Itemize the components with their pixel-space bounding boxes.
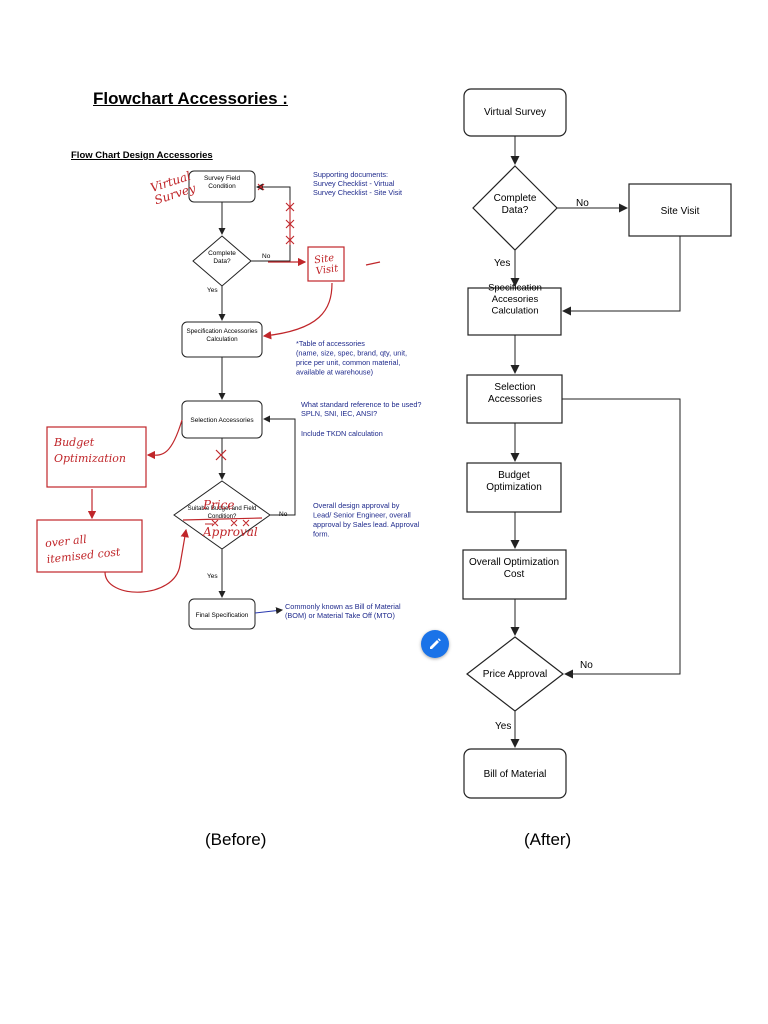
handwritten-site-visit: SiteVisit [314, 252, 340, 277]
after-label-yes-2: Yes [495, 721, 511, 732]
handwritten-mark [205, 519, 250, 527]
after-label-yes-1: Yes [494, 258, 510, 269]
after-node-bom-label: Bill of Material [484, 769, 547, 780]
before-node-final [188, 598, 256, 630]
handwritten-strike [182, 517, 263, 521]
handwritten-mark [257, 183, 295, 245]
before-note-standard: What standard reference to be used?SPLN,… [301, 400, 421, 418]
handwritten-mark [215, 449, 227, 461]
before-note-table: *Table of accessories(name, size, spec, … [296, 339, 407, 377]
after-node-selection [466, 374, 563, 424]
page-title: Flowchart Accessories : [93, 89, 288, 108]
before-node-final-label: Final Specification [196, 612, 249, 619]
before-note-tkdn: Include TKDN calculation [301, 429, 383, 438]
handwritten-site-visit-box [307, 246, 345, 282]
after-edge-no-loop [562, 398, 681, 679]
caption-before: (Before) [205, 830, 267, 849]
before-flowchart-heading: Flow Chart Design Accessories [71, 150, 213, 161]
after-node-overall [462, 549, 567, 600]
before-label-no-1: No [262, 253, 271, 260]
before-node-selection-label: Selection Accessories [190, 417, 254, 424]
after-node-virtual-survey-label: Virtual Survey [484, 107, 546, 118]
edit-button[interactable] [421, 630, 449, 658]
before-label-yes-1: Yes [207, 287, 218, 294]
before-label-no-2: No [279, 511, 288, 518]
after-node-bom [463, 748, 567, 799]
before-note-supporting: Supporting documents:Survey Checklist - … [313, 170, 402, 197]
before-note-bom: Commonly known as Bill of Material(BOM) … [285, 602, 401, 620]
caption-after: (After) [524, 830, 572, 849]
handwritten-budget-box [46, 426, 147, 488]
after-label-no-2: No [580, 660, 593, 671]
before-edge-no-site [251, 183, 291, 262]
before-edge-bom [254, 607, 283, 615]
handwritten-overall-box [36, 519, 143, 573]
handwritten-arrow [146, 419, 183, 460]
handwritten-overall-cost: over allitemised cost [44, 529, 121, 566]
handwritten-arrow [104, 528, 189, 593]
handwritten-arrow [262, 282, 333, 340]
pencil-icon [430, 638, 441, 649]
after-node-budget [466, 462, 562, 513]
before-label-yes-2: Yes [207, 573, 218, 580]
after-edge [562, 236, 681, 316]
before-edge-no-loop [263, 415, 296, 516]
after-node-price-approval-label: Price Approval [483, 669, 547, 680]
after-label-no-1: No [576, 198, 589, 209]
handwritten-mark [365, 261, 381, 266]
after-node-site-visit-label: Site Visit [661, 206, 700, 217]
after-node-spec [467, 287, 562, 336]
